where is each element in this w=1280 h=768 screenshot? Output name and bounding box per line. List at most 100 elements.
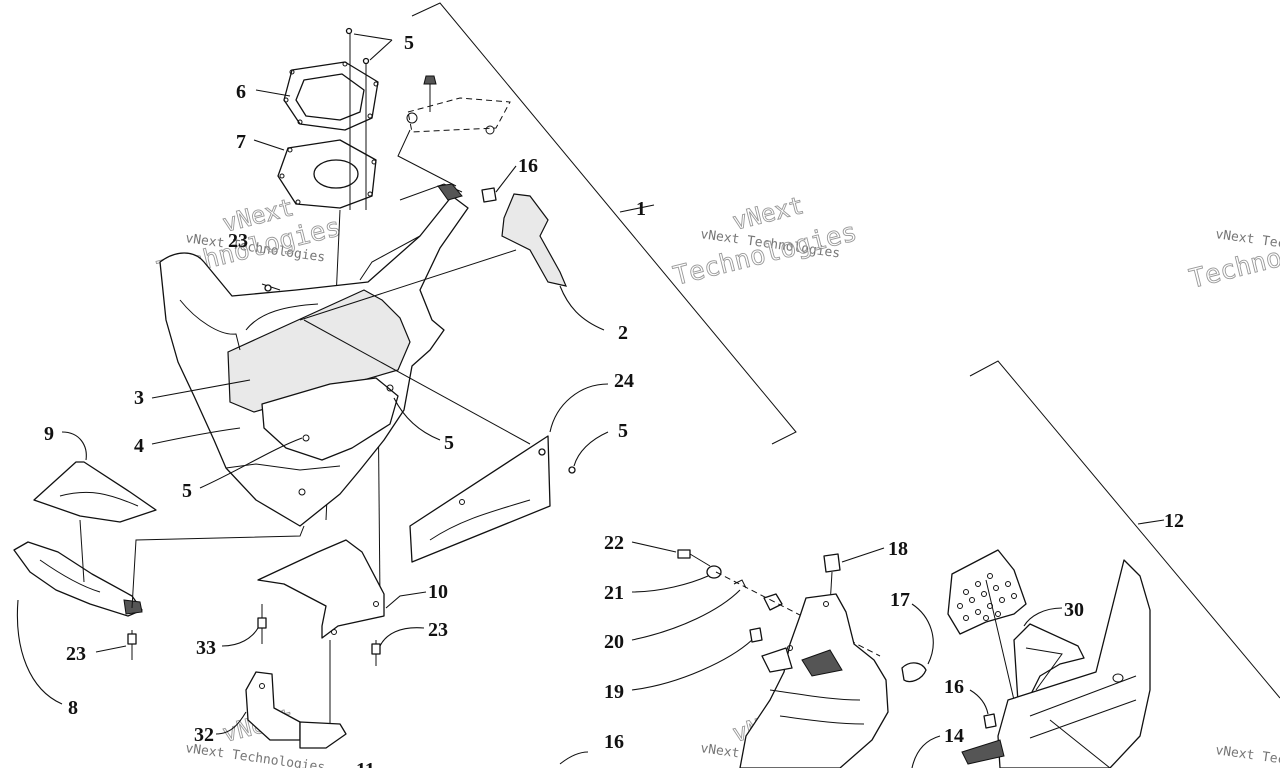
leader-line [631,589,741,641]
leader-line [911,603,934,665]
callout-19: 19 [604,681,624,703]
callout-12: 12 [1164,510,1184,532]
callout-16: 16 [518,155,538,177]
front-bumper [961,559,1151,768]
leader-line [369,39,393,61]
part-7-plate [277,139,377,209]
screw-icon [345,27,353,35]
callout-16: 16 [604,731,624,753]
leader-line [16,599,63,705]
part-2-foam [501,193,568,287]
callout-5: 5 [182,480,192,502]
part-17-grommet [901,662,927,683]
callout-7: 7 [236,131,246,153]
part-6-gasket [283,61,379,131]
part-8-side [13,541,143,617]
callout-20: 20 [604,631,624,653]
leader-line [253,139,285,151]
callout-5: 5 [444,432,454,454]
leader-line [255,89,291,97]
callout-labels: 1 2 3 4 5 5 5 5 6 7 8 9 10 11 12 14 16 1… [44,32,1184,768]
callout-33: 33 [196,637,216,659]
leader-line [379,627,425,647]
callout-10: 10 [428,581,448,603]
leader-line [573,431,609,467]
leader-line [95,645,127,653]
assembly-bracket-12 [969,360,1280,699]
leader-line [393,397,441,441]
callout-9: 9 [44,423,54,445]
leader-line [969,689,989,715]
leader-line [61,431,87,461]
callout-16: 16 [944,676,964,698]
part-23-fastener [127,630,137,660]
callout-8: 8 [68,697,78,719]
hood-front-assembly [159,183,469,527]
leader-line [1137,519,1165,525]
leader-line [199,437,303,489]
part-19-clip [749,627,763,643]
leader-line [353,33,393,41]
part-16-clip [983,713,997,729]
upper-arm-bracket [397,75,511,187]
callout-30: 30 [1064,599,1084,621]
part-9-wedge [33,461,157,523]
leader-line [841,547,885,563]
callout-18: 18 [888,538,908,560]
screw-icon [568,466,576,474]
part-23-fastener [371,640,381,666]
leader-line [151,379,251,399]
part-16-clip [481,187,497,203]
leader-line [559,285,605,331]
watermark-text: vNext Technologies [1214,743,1280,768]
partial-outline [559,751,589,765]
screw-icon [362,57,370,65]
callout-17: 17 [890,589,910,611]
callout-1: 1 [636,198,646,220]
part-23-fastener [261,283,281,292]
axis-line [299,249,517,321]
leader-line [495,165,517,193]
axis-line [985,579,1015,701]
callout-2: 2 [618,322,628,344]
part-30-mesh [947,549,1027,635]
leader-line [385,591,427,609]
leader-line [631,575,709,593]
leader-line [221,627,259,647]
callout-22: 22 [604,532,624,554]
leader-line [911,735,941,768]
part-32-bracket [245,671,347,749]
watermark-text: vNext [730,191,807,236]
part-10-plate [257,539,385,639]
part-22-screw [677,549,711,567]
callout-24: 24 [614,370,634,392]
callout-11: 11 [356,759,375,768]
part-33-fastener [257,604,267,644]
callout-23: 23 [428,619,448,641]
callout-5: 5 [404,32,414,54]
leader-line [631,639,753,691]
part-30-bracket [1013,623,1085,703]
callout-23: 23 [228,230,248,252]
callout-5: 5 [618,420,628,442]
part-18-clip [823,553,841,573]
leader-line [631,541,677,553]
leader-line [1023,607,1063,627]
part-24-panel [409,435,551,563]
right-side-panel [739,593,889,768]
leader-line [549,383,609,433]
callout-21: 21 [604,582,624,604]
callout-14: 14 [944,725,964,747]
callout-32: 32 [194,724,214,746]
axis-line [1049,719,1111,768]
assembly-bracket-1 [411,2,797,445]
leader-line [619,204,655,213]
callout-3: 3 [134,387,144,409]
axis-line [303,319,531,445]
leader-line [151,427,241,445]
callout-6: 6 [236,81,246,103]
callout-23: 23 [66,643,86,665]
leader-line [215,711,247,735]
axis-line [79,519,85,583]
